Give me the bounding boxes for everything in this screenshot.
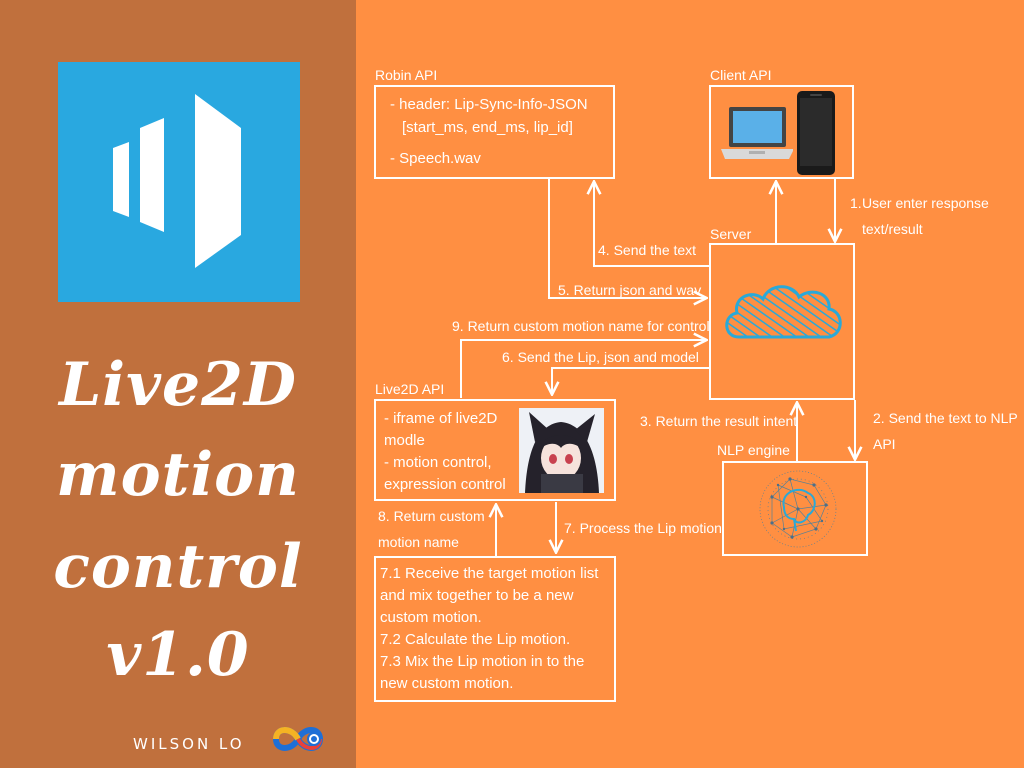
cloud-icon [725, 285, 842, 339]
live2d-api-label: Live2D API [375, 381, 445, 397]
process-line-1: 7.1 Receive the target motion list [380, 565, 599, 582]
author-name: WILSON LO [133, 735, 245, 753]
live2d-line-2: modle [384, 432, 425, 449]
title-line-3: control [53, 532, 303, 602]
title-line-1: Live2D [59, 350, 297, 420]
step-1-label: User enter response [862, 195, 989, 211]
robin-line-2: [start_ms, end_ms, lip_id] [402, 119, 573, 136]
live2d-line-1: - iframe of live2D [384, 410, 498, 427]
arrow-step-4 [594, 183, 709, 267]
title-line-2: motion [56, 440, 300, 510]
process-line-2: and mix together to be a new [380, 587, 574, 604]
logo-box [58, 62, 300, 302]
server-label: Server [710, 226, 752, 242]
brain-network-icon [759, 470, 837, 548]
step-8-label: 8. Return custom [378, 508, 485, 524]
client-api-label: Client API [710, 67, 772, 83]
step-1-label-2: text/result [862, 221, 923, 237]
live2d-api-box: - iframe of live2D modle - motion contro… [374, 399, 616, 501]
nlp-engine-box [722, 461, 868, 556]
live2d-line-3: - motion control, [384, 454, 492, 471]
step-2-label: 2. Send the text to NLP [873, 410, 1018, 426]
step-6-label: 6. Send the Lip, json and model [502, 349, 699, 365]
arrow-step-6 [552, 367, 709, 393]
step-8-label-2: motion name [378, 534, 459, 550]
process-line-6: new custom motion. [380, 675, 514, 692]
logo-bars-icon [113, 94, 241, 268]
step-7-label: 7. Process the Lip motion [564, 520, 722, 536]
step-2-label-2: API [873, 436, 896, 452]
step-5-label: 5. Return json and wav [558, 282, 702, 298]
process-line-5: 7.3 Mix the Lip motion in to the [380, 653, 585, 670]
robin-line-1: - header: Lip-Sync-Info-JSON [390, 96, 588, 113]
infinity-brand-icon [272, 727, 324, 751]
arrow-step-9 [460, 340, 705, 398]
step-3-label: 3. Return the result intent [640, 413, 798, 429]
step-9-label: 9. Return custom motion name for control [452, 318, 710, 334]
laptop-icon [721, 107, 793, 159]
client-api-box [709, 85, 854, 179]
step-4-label: 4. Send the text [598, 242, 697, 258]
step-1-number: 1. [850, 195, 862, 211]
sidebar: Live2D motion control v1.0 WILSON LO [0, 0, 356, 768]
server-box [709, 243, 855, 400]
process-line-3: custom motion. [380, 609, 482, 626]
title-line-4: v1.0 [106, 620, 250, 690]
smartphone-icon [797, 91, 835, 175]
live2d-line-4: expression control [384, 476, 506, 493]
process-line-4: 7.2 Calculate the Lip motion. [380, 631, 571, 648]
nlp-engine-label: NLP engine [717, 442, 790, 458]
process-box: 7.1 Receive the target motion list and m… [374, 556, 616, 702]
robin-line-3: - Speech.wav [390, 150, 481, 167]
arrow-step-5 [548, 179, 705, 298]
anime-avatar-image [519, 408, 604, 493]
robin-api-label: Robin API [375, 67, 438, 83]
robin-api-box: - header: Lip-Sync-Info-JSON [start_ms, … [374, 85, 615, 179]
